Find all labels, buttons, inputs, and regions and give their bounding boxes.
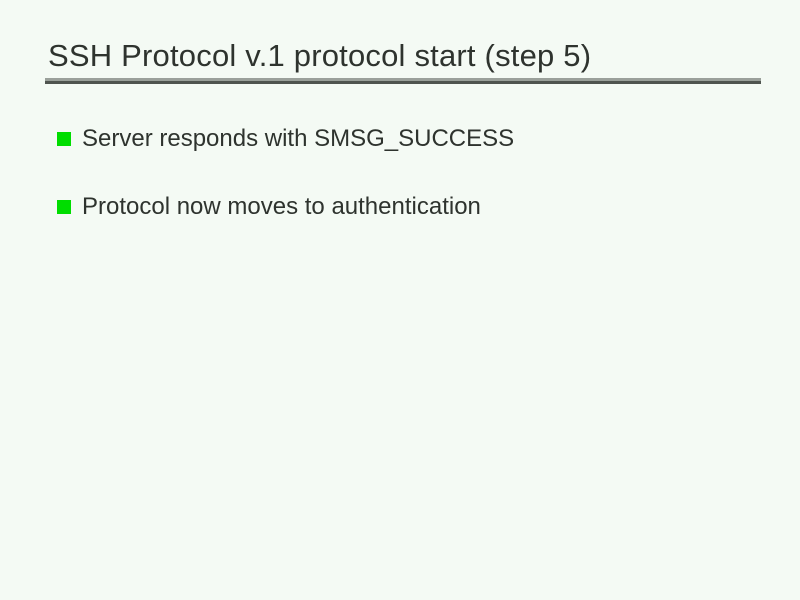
bullet-item: Server responds with SMSG_SUCCESS bbox=[57, 124, 514, 154]
title-underline-rule bbox=[45, 78, 761, 84]
bullet-text: Server responds with SMSG_SUCCESS bbox=[82, 125, 515, 152]
bullet-list: Server responds with SMSG_SUCCESS Protoc… bbox=[57, 124, 514, 222]
green-square-bullet-icon bbox=[57, 132, 71, 146]
bullet-item: Protocol now moves to authentication bbox=[57, 192, 514, 222]
green-square-bullet-icon bbox=[57, 200, 71, 214]
bullet-text: Protocol now moves to authentication bbox=[82, 193, 481, 220]
slide-title: SSH Protocol v.1 protocol start (step 5) bbox=[48, 38, 592, 73]
